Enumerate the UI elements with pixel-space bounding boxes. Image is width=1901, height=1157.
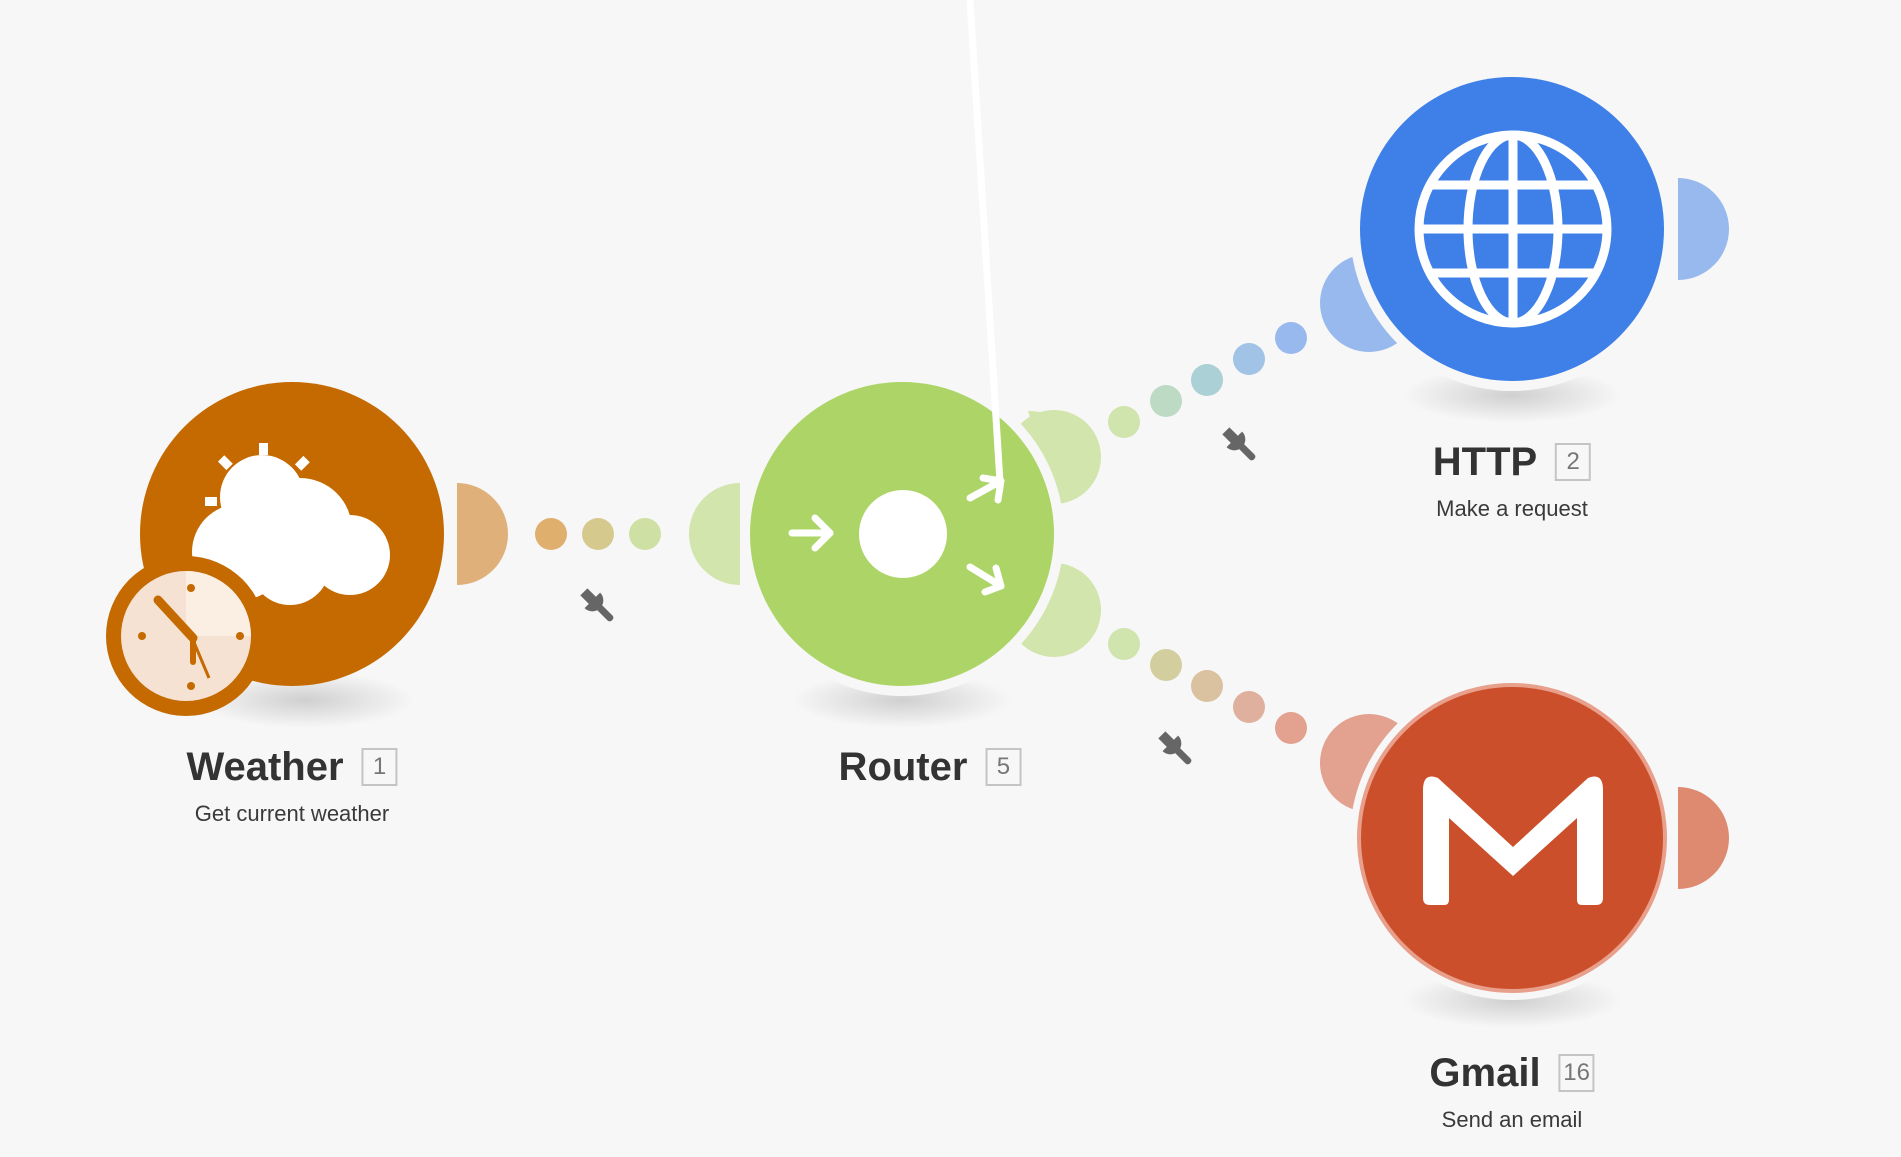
output-handle[interactable] <box>457 483 508 585</box>
filter-wrench-icon[interactable] <box>576 584 620 628</box>
module-description: Get current weather <box>194 801 390 826</box>
module-router[interactable] <box>689 0 1101 728</box>
connection-router-http[interactable] <box>1108 322 1307 438</box>
connection-dot <box>535 518 567 550</box>
module-id-badge: 1 <box>361 748 398 786</box>
gmail-m-icon <box>1423 776 1603 905</box>
connection-dot <box>1191 670 1223 702</box>
router-icon <box>788 0 1005 596</box>
input-handle[interactable] <box>689 483 740 585</box>
module-label-router: Router 5 <box>839 747 1022 787</box>
module-name: Weather <box>186 745 344 789</box>
connection-dot <box>582 518 614 550</box>
output-handle[interactable] <box>1678 787 1729 889</box>
module-description: Make a request <box>1436 496 1588 521</box>
output-handle[interactable] <box>1678 178 1729 280</box>
module-http[interactable] <box>1320 67 1729 423</box>
module-label-http: HTTP 2 Make a request <box>1432 440 1592 522</box>
connection-dot <box>1275 322 1307 354</box>
connection-dot <box>1233 343 1265 375</box>
connection-dot <box>1108 406 1140 438</box>
module-circle <box>1361 687 1663 989</box>
globe-icon <box>1414 130 1612 328</box>
connection-dot <box>1233 691 1265 723</box>
module-id-badge: 2 <box>1555 443 1592 481</box>
connection-dot <box>1191 364 1223 396</box>
connection-dot <box>1275 712 1307 744</box>
filter-wrench-icon[interactable] <box>1154 727 1198 771</box>
module-name: Gmail <box>1429 1051 1541 1095</box>
filter-wrench-icon[interactable] <box>1218 423 1262 467</box>
weather-clock-icon <box>106 443 390 716</box>
module-label-gmail: Gmail 16 Send an email <box>1429 1051 1595 1133</box>
module-label-weather: Weather 1 Get current weather <box>186 745 398 827</box>
module-name: HTTP <box>1432 440 1538 484</box>
module-name: Router <box>838 745 968 789</box>
module-description: Send an email <box>1441 1107 1583 1132</box>
module-weather[interactable] <box>106 382 508 728</box>
module-gmail[interactable] <box>1320 676 1729 1028</box>
module-shadow <box>195 672 415 728</box>
connection-router-gmail[interactable] <box>1108 628 1307 744</box>
connection-dot <box>1150 385 1182 417</box>
connection-dot <box>1108 628 1140 660</box>
module-id-badge: 5 <box>985 748 1022 786</box>
connection-dot <box>1150 649 1182 681</box>
connection-dot <box>629 518 661 550</box>
module-id-badge: 16 <box>1558 1054 1595 1092</box>
connection-weather-router[interactable] <box>535 518 661 550</box>
